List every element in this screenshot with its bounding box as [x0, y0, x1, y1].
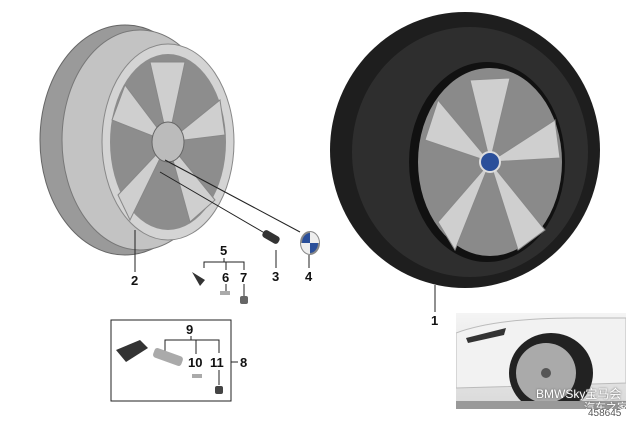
- callout-10: 10: [188, 355, 203, 370]
- callout-4: 4: [305, 269, 313, 284]
- callout-7: 7: [240, 270, 248, 285]
- watermark-text: BMWSky宝马会: [536, 387, 622, 401]
- diagram-number: 458645: [588, 408, 622, 419]
- watermark-text-2: 汽车之家: [584, 402, 626, 409]
- rim-illustration: [39, 24, 235, 256]
- vehicle-photo: BMWSky宝马会 汽车之家: [456, 313, 626, 409]
- complete-wheel-illustration: [330, 12, 600, 288]
- callout-1: 1: [431, 313, 439, 328]
- callout-11: 11: [210, 355, 224, 370]
- callout-3: 3: [272, 269, 280, 284]
- callout-9: 9: [186, 322, 194, 337]
- callout-2: 2: [131, 273, 139, 288]
- callout-5: 5: [220, 243, 228, 258]
- callout-6: 6: [222, 270, 230, 285]
- callout-8: 8: [240, 355, 248, 370]
- small-parts: [116, 230, 320, 394]
